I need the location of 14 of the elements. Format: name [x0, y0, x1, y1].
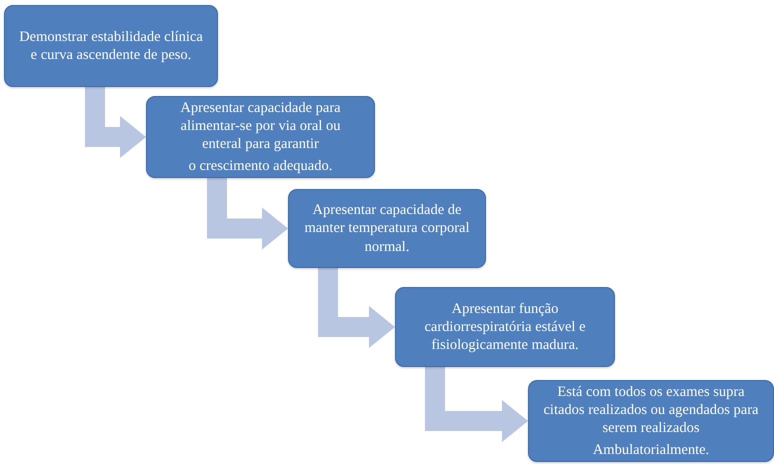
box-text: o crescimento adequado. [188, 157, 332, 176]
box-text: Apresentar função cardiorrespiratória estável e fisiologicamente madura. [423, 300, 587, 354]
process-box [395, 287, 615, 367]
bent-arrow [85, 87, 146, 158]
box-text: Ambulatorialmente. [592, 441, 710, 460]
bent-arrow [425, 367, 528, 442]
process-box [288, 189, 486, 268]
process-box [146, 96, 375, 178]
process-box [4, 5, 218, 87]
box-text: Está com todos os exames supra citados realizados ou agendados para serem realizados [542, 382, 760, 438]
box-text: Demonstrar estabilidade clínica e curva ascendente de peso. [18, 28, 204, 64]
box-text: Apresentar capacidade de manter temperatura corporal normal. [303, 201, 471, 256]
bent-arrow [207, 178, 288, 250]
process-box [528, 380, 774, 462]
